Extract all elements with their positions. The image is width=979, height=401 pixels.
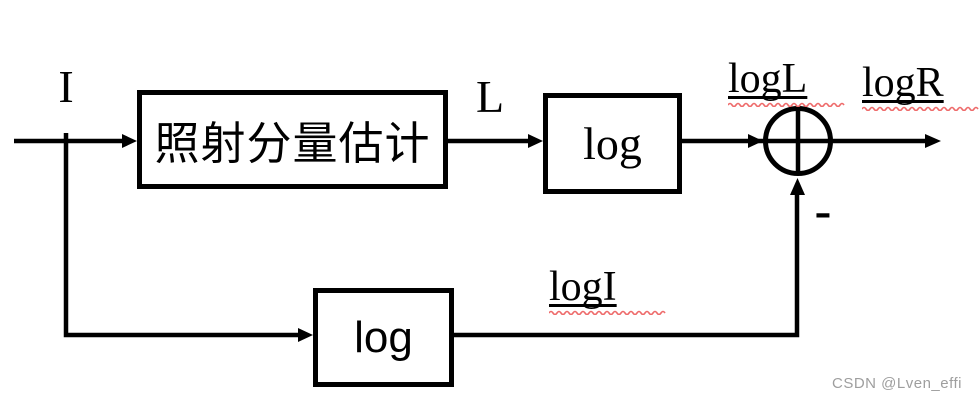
log-box-top: log bbox=[543, 93, 682, 194]
log-r-text: logR bbox=[862, 60, 944, 106]
arrowhead-output bbox=[925, 134, 941, 148]
log-r-label: logR bbox=[862, 62, 979, 111]
illumination-signal-label: L bbox=[475, 71, 505, 122]
log-l-text: logL bbox=[728, 56, 808, 102]
log-l-label: logL bbox=[728, 58, 979, 107]
arrowhead-into-log-top bbox=[528, 134, 543, 148]
log-i-label: logI bbox=[549, 266, 849, 315]
spellcheck-squiggle-logi bbox=[549, 310, 666, 315]
log-box-bottom: log bbox=[313, 288, 454, 387]
arrowhead-into-sum-left bbox=[748, 134, 763, 148]
minus-sign-label: - bbox=[814, 182, 832, 238]
illumination-estimation-box: 照射分量估计 bbox=[137, 90, 448, 189]
arrowhead-into-estimation bbox=[122, 134, 137, 148]
spellcheck-squiggle-logr bbox=[862, 106, 979, 111]
log-top-label: log bbox=[583, 118, 642, 169]
spellcheck-squiggle-logl bbox=[728, 102, 845, 107]
illumination-estimation-label: 照射分量估计 bbox=[154, 119, 431, 169]
log-bottom-label: log bbox=[354, 312, 413, 362]
arrowhead-into-log-bottom bbox=[298, 328, 313, 342]
arrowhead-into-sum-bottom bbox=[790, 178, 805, 195]
log-i-text: logI bbox=[549, 264, 617, 310]
input-signal-label: I bbox=[58, 61, 74, 112]
csdn-watermark: CSDN @Lven_effi bbox=[831, 375, 962, 392]
summing-junction-circle bbox=[763, 106, 833, 176]
